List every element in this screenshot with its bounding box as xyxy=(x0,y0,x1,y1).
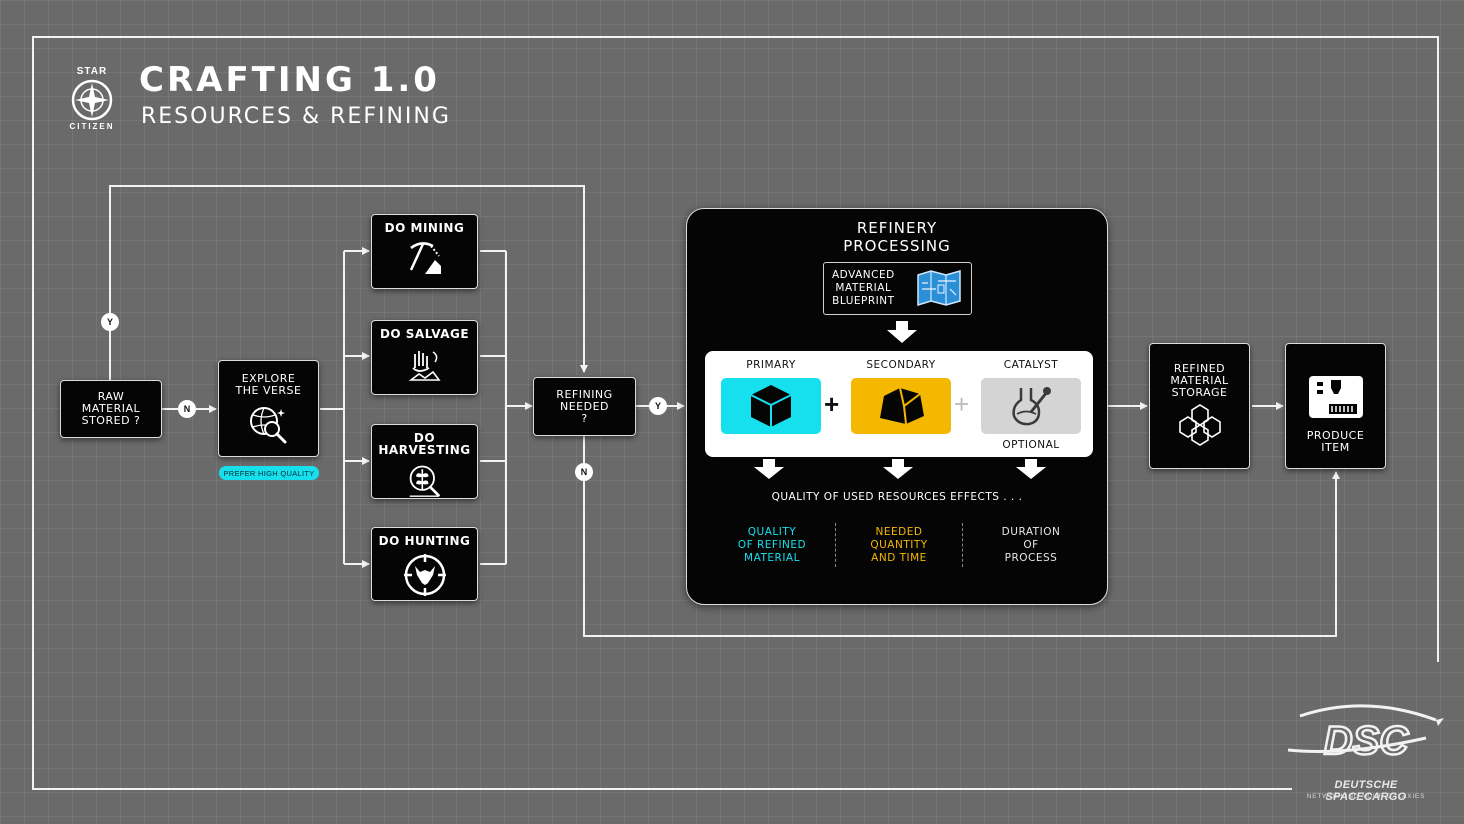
refining-needed-node: REFINING NEEDED ? xyxy=(533,377,636,436)
hexagon-cluster-icon xyxy=(1178,404,1221,446)
dsc-logo: DSC xyxy=(1287,704,1444,764)
explore-verse-node: EXPLORE THE VERSE xyxy=(218,360,319,457)
salvage-hand-icon xyxy=(408,351,441,381)
effect-quantity-time: NEEDED QUANTITY AND TIME xyxy=(870,526,928,564)
pickaxe-icon xyxy=(409,242,441,274)
harvesting-label: DO HARVESTING xyxy=(378,431,471,457)
produce-item-node: PRODUCE ITEM xyxy=(1285,343,1386,469)
star-citizen-logo: STAR CITIZEN xyxy=(62,66,122,134)
blueprint-map-icon xyxy=(917,270,961,307)
effect-divider-1 xyxy=(835,523,836,567)
advanced-material-blueprint: ADVANCED MATERIAL BLUEPRINT xyxy=(823,262,972,315)
catalyst-label: CATALYST xyxy=(1003,359,1059,371)
ingredients-panel: PRIMARY SECONDARY CATALYST + + OPTI xyxy=(705,351,1093,457)
decision-yes-refining: Y xyxy=(649,397,667,415)
effect-divider-2 xyxy=(962,523,963,567)
do-harvesting-node: DO HARVESTING xyxy=(371,424,478,499)
compass-star-icon xyxy=(71,79,113,121)
do-hunting-node: DO HUNTING xyxy=(371,527,478,601)
ore-rock-icon xyxy=(880,387,924,425)
secondary-label: SECONDARY xyxy=(866,359,936,371)
3d-printer-icon xyxy=(1308,376,1363,418)
globe-search-icon xyxy=(249,407,286,444)
catalyst-tile xyxy=(981,378,1081,434)
do-mining-node: DO MINING xyxy=(371,214,478,289)
explore-label: EXPLORE THE VERSE xyxy=(235,372,302,397)
plant-search-icon xyxy=(409,465,440,497)
arrow-down-catalyst-icon xyxy=(1016,459,1046,479)
secondary-tile xyxy=(851,378,951,434)
blueprint-label: ADVANCED MATERIAL BLUEPRINT xyxy=(832,269,895,307)
cube-icon xyxy=(750,385,792,427)
arrow-down-icon xyxy=(887,321,917,343)
do-salvage-node: DO SALVAGE xyxy=(371,320,478,395)
refined-material-storage-node: REFINED MATERIAL STORAGE xyxy=(1149,343,1250,469)
mining-label: DO MINING xyxy=(384,221,465,235)
refined-storage-label: REFINED MATERIAL STORAGE xyxy=(1170,362,1229,399)
effect-duration: DURATION OF PROCESS xyxy=(1001,526,1061,564)
dsc-logo-text: DSC xyxy=(1324,719,1410,763)
frame-left xyxy=(32,36,34,790)
optional-label: OPTIONAL xyxy=(1002,439,1060,451)
raw-material-label: RAW MATERIAL STORED ? xyxy=(81,390,141,427)
salvage-label: DO SALVAGE xyxy=(379,327,470,341)
page-title: CRAFTING 1.0 xyxy=(139,60,440,100)
refining-needed-label: REFINING NEEDED ? xyxy=(556,387,613,425)
dsc-brand-name: DEUTSCHE SPACECARGO xyxy=(1325,779,1407,803)
frame-top xyxy=(32,36,1438,38)
crosshair-icon xyxy=(403,554,446,596)
primary-tile xyxy=(721,378,821,434)
decision-no-refining: N xyxy=(575,463,593,481)
hunting-label: DO HUNTING xyxy=(378,534,471,548)
page-subtitle: RESOURCES & REFINING xyxy=(141,104,451,129)
decision-yes-raw: Y xyxy=(101,313,119,331)
flask-pipette-icon xyxy=(1012,387,1051,426)
raw-material-stored-node: RAW MATERIAL STORED ? xyxy=(60,380,162,438)
logo-citizen-text: CITIZEN xyxy=(69,122,115,131)
refinery-processing-panel: REFINERY PROCESSING ADVANCED MATERIAL BL… xyxy=(686,208,1108,605)
effects-title: QUALITY OF USED RESOURCES EFFECTS . . . xyxy=(771,491,1023,503)
prefer-high-quality-badge: PREFER HIGH QUALITY xyxy=(219,466,319,480)
frame-bottom xyxy=(32,788,1292,790)
arrow-down-primary-icon xyxy=(754,459,784,479)
primary-label: PRIMARY xyxy=(746,359,796,371)
refinery-title: REFINERY PROCESSING xyxy=(843,219,951,255)
dsc-tagline: NETWORKING YOUR GALAXIES xyxy=(1306,793,1426,800)
plus-icon-1: + xyxy=(824,389,840,419)
arrow-down-secondary-icon xyxy=(883,459,913,479)
frame-right xyxy=(1437,36,1439,662)
plus-icon-2: + xyxy=(954,389,970,419)
effect-quality: QUALITY OF REFINED MATERIAL xyxy=(737,526,807,564)
decision-no-raw: N xyxy=(178,400,196,418)
logo-star-text: STAR xyxy=(76,66,108,77)
produce-label: PRODUCE ITEM xyxy=(1306,429,1365,454)
